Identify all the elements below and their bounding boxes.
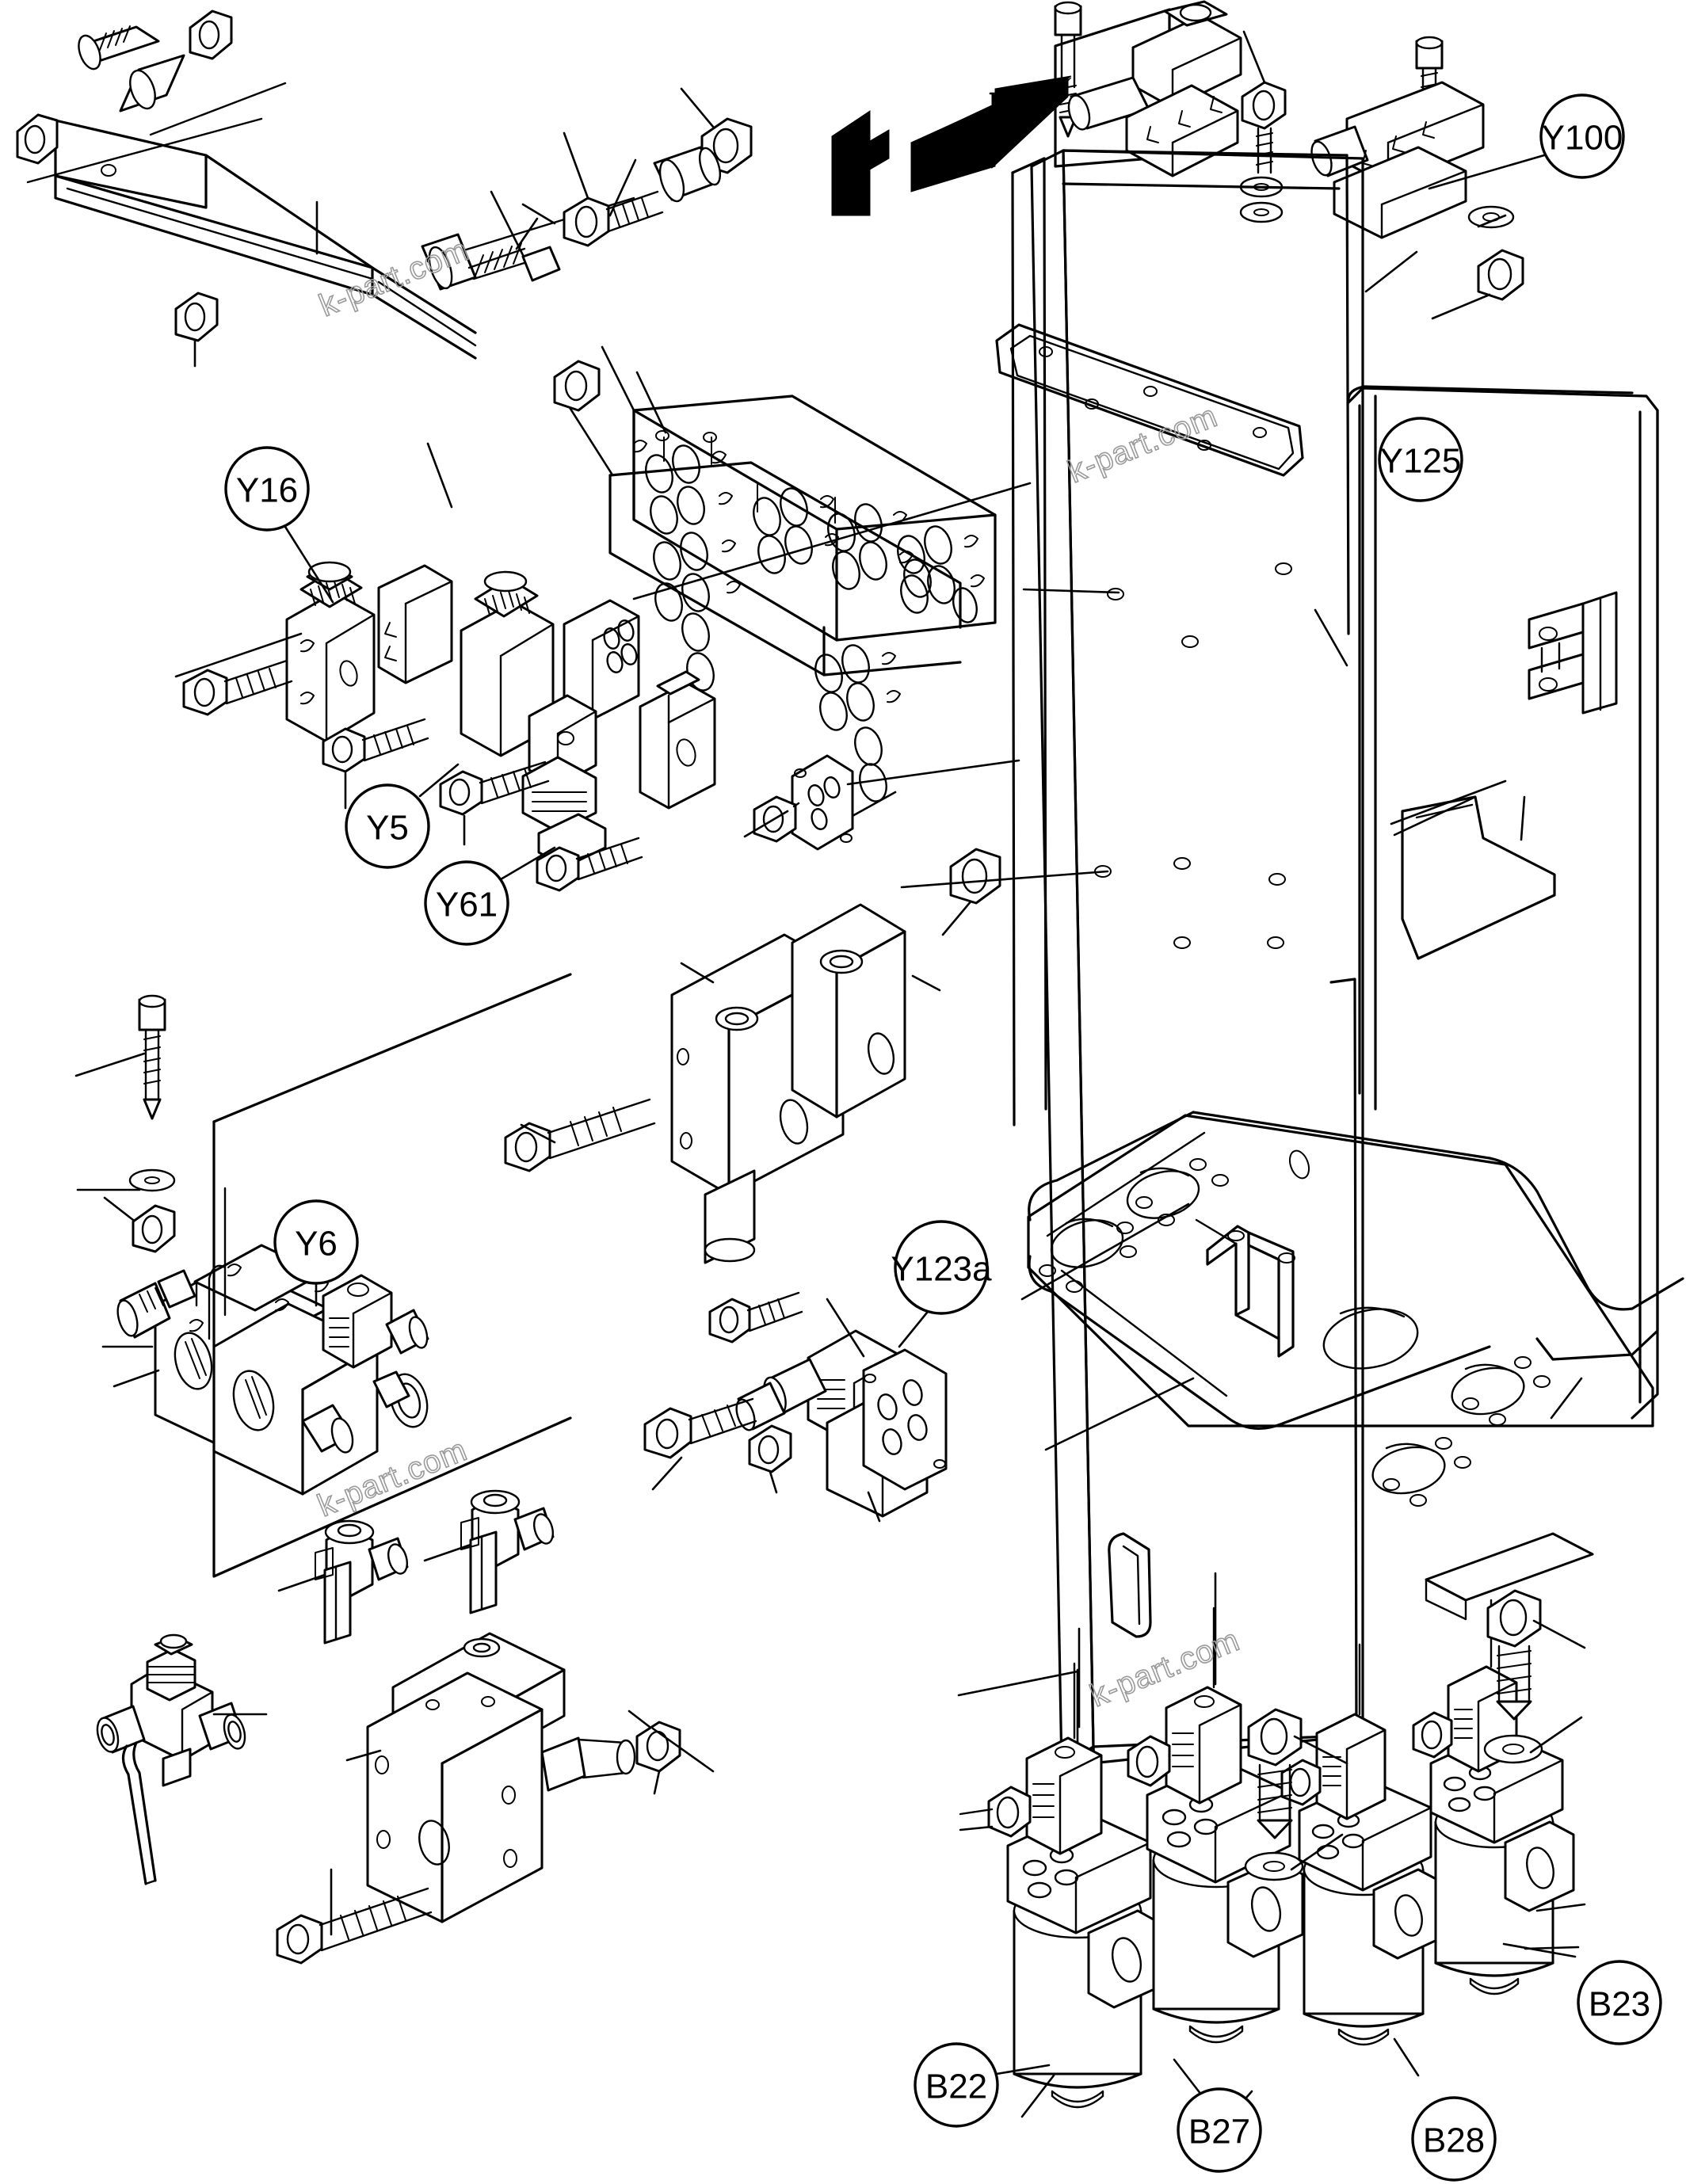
callout-circle[interactable] — [424, 860, 509, 946]
view-direction-marker — [831, 75, 1072, 216]
callout-Y125[interactable]: Y125 — [1378, 417, 1463, 502]
callout-circle[interactable] — [1577, 1960, 1662, 2045]
callout-circle[interactable] — [1411, 2096, 1497, 2182]
callout-circle[interactable] — [273, 1199, 359, 1285]
callout-B27[interactable]: B27 — [1177, 2087, 1262, 2173]
callout-Y5[interactable]: Y5 — [345, 783, 430, 869]
filter-housing-B27 — [1127, 1607, 1304, 2044]
assembly-check-valve-fittings — [96, 1489, 555, 1885]
assembly-tie-rod-and-sleeve — [16, 10, 477, 368]
leader-lines — [632, 482, 1583, 1744]
callout-circle[interactable] — [914, 2042, 999, 2128]
assembly-directional-valve-Y6 — [74, 973, 572, 1578]
callout-B28[interactable]: B28 — [1411, 2096, 1497, 2182]
mounting-panel — [995, 149, 1684, 1776]
callout-Y6[interactable]: Y6 — [273, 1199, 359, 1285]
callout-label: Y16 — [236, 471, 298, 510]
callout-circle[interactable] — [224, 446, 310, 532]
callout-label: B23 — [1589, 1985, 1650, 2024]
assembly-rod-nut-chain — [421, 87, 753, 291]
callout-B22[interactable]: B22 — [914, 2042, 999, 2128]
filter-housing-B22 — [959, 1662, 1165, 2109]
callout-label: Y61 — [436, 886, 498, 924]
callout-circle[interactable] — [894, 1220, 989, 1315]
assembly-manifold-base-block — [276, 1632, 715, 1965]
callout-label: B28 — [1423, 2121, 1485, 2160]
callout-label: Y100 — [1542, 119, 1623, 158]
callout-circle[interactable] — [345, 783, 430, 869]
callout-circle[interactable] — [1539, 93, 1625, 179]
callout-Y61[interactable]: Y61 — [424, 860, 509, 946]
callout-label: Y123a — [891, 1250, 992, 1289]
assembly-pressure-block — [504, 848, 1001, 1264]
callout-circle[interactable] — [1378, 417, 1463, 502]
callout-label: B22 — [925, 2068, 987, 2106]
callout-label: B27 — [1188, 2113, 1250, 2152]
callout-Y123a[interactable]: Y123a — [891, 1220, 992, 1315]
callout-Y16[interactable]: Y16 — [224, 446, 310, 532]
callout-label: Y6 — [295, 1225, 338, 1264]
assembly-filter-bank — [959, 1532, 1594, 2129]
assembly-valve-Y123a — [643, 1203, 1195, 1523]
assembly-solenoid-valve-stack — [174, 360, 897, 892]
callout-Y100[interactable]: Y100 — [1539, 93, 1625, 179]
callout-circle[interactable] — [1177, 2087, 1262, 2173]
callout-B23[interactable]: B23 — [1577, 1960, 1662, 2045]
assembly-control-valve-Y100 — [989, 0, 1546, 320]
callout-label: Y5 — [366, 809, 409, 848]
callout-label: Y125 — [1380, 442, 1462, 481]
